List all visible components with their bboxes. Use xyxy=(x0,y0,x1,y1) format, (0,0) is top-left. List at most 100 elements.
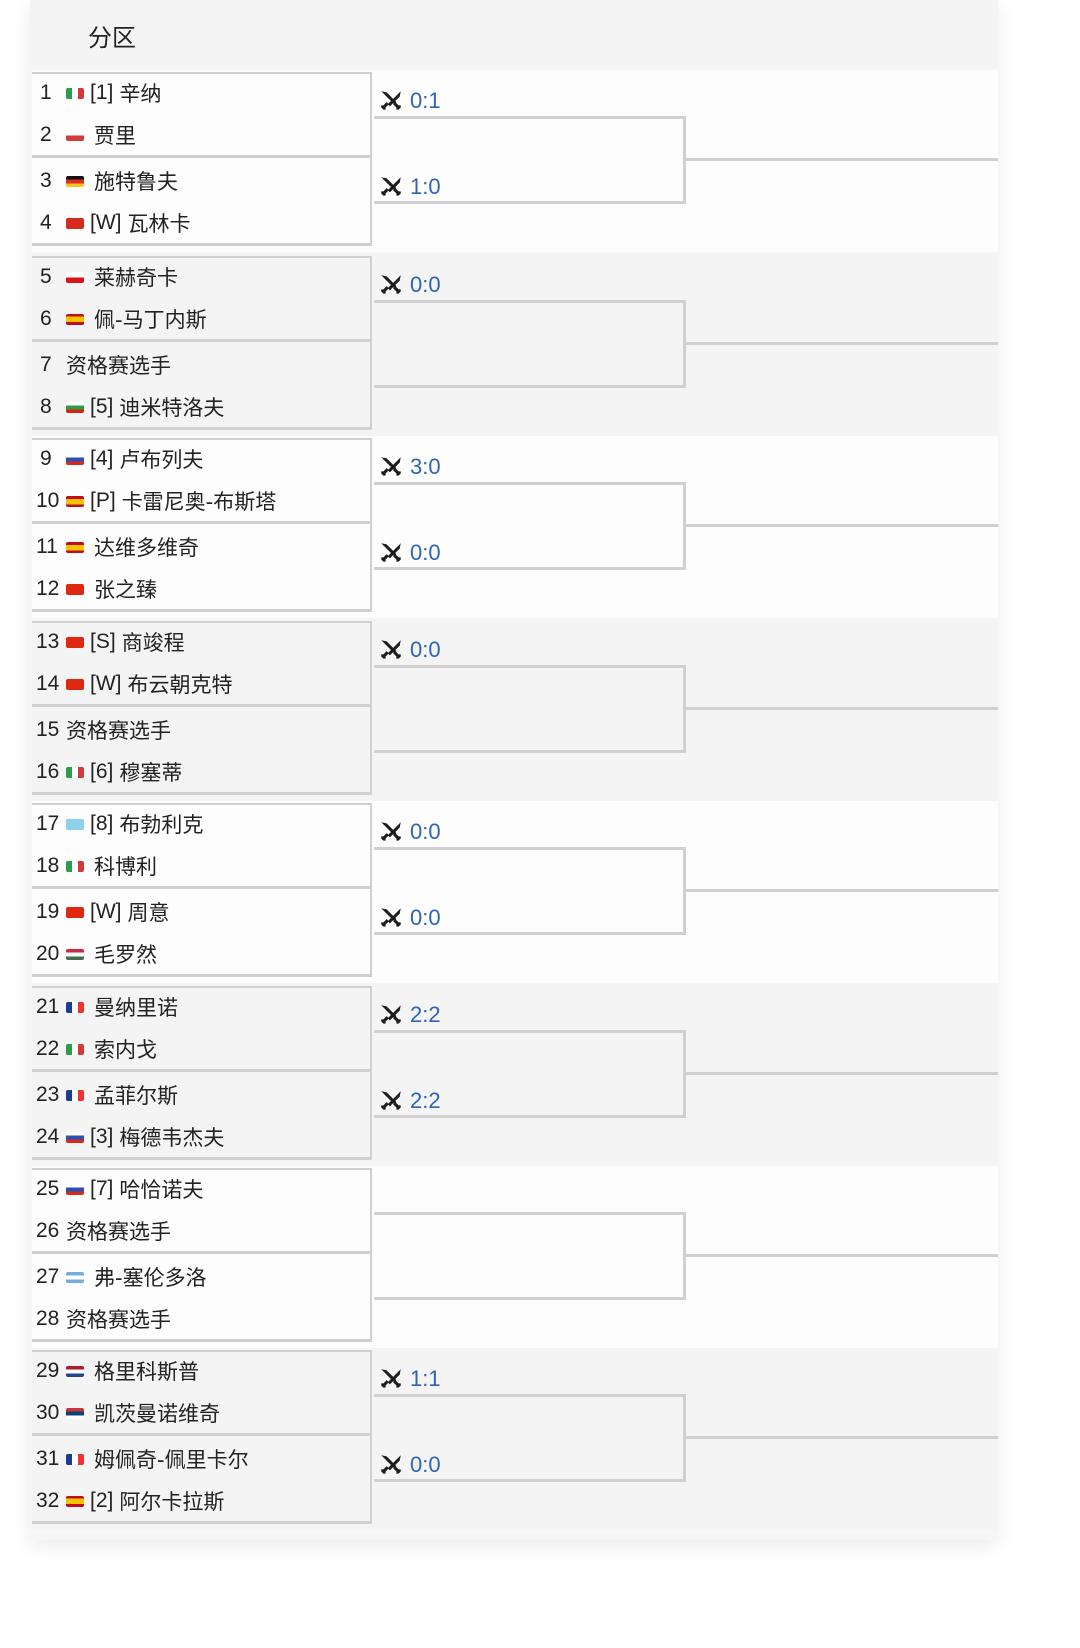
player-row[interactable]: 1[1]辛纳 xyxy=(32,72,370,114)
player-row[interactable]: 8[5]迪米特洛夫 xyxy=(32,386,370,428)
player-name[interactable]: 姆佩奇-佩里卡尔 xyxy=(94,1448,249,1472)
player-row[interactable]: 14[W]布云朝克特 xyxy=(32,663,370,705)
head-to-head-score[interactable]: 1:1 xyxy=(378,1364,441,1394)
h2h-score-value[interactable]: 3:0 xyxy=(410,454,441,479)
player-name[interactable]: 瓦林卡 xyxy=(127,212,191,236)
player-row[interactable]: 13[S]商竣程 xyxy=(32,621,370,663)
h2h-score-value[interactable]: 0:0 xyxy=(410,905,441,930)
player-name[interactable]: 穆塞蒂 xyxy=(119,761,183,785)
head-to-head-score[interactable]: 3:0 xyxy=(378,452,441,482)
player-row[interactable]: 4[W]瓦林卡 xyxy=(32,202,370,244)
player-row[interactable]: 16[6]穆塞蒂 xyxy=(32,751,370,793)
player-name[interactable]: 达维多维奇 xyxy=(94,536,199,560)
player-name[interactable]: 贾里 xyxy=(94,124,136,148)
player-name[interactable]: 施特鲁夫 xyxy=(94,170,178,194)
player-name[interactable]: 佩-马丁内斯 xyxy=(94,308,207,332)
head-to-head-score[interactable]: 0:0 xyxy=(378,538,441,568)
h2h-score-value[interactable]: 2:2 xyxy=(410,1088,441,1113)
player-name[interactable]: 卡雷尼奥-布斯塔 xyxy=(121,490,277,514)
player-row[interactable]: 10[P]卡雷尼奥-布斯塔 xyxy=(32,480,370,522)
head-to-head-score[interactable]: 0:0 xyxy=(378,270,441,300)
player-name[interactable]: 阿尔卡拉斯 xyxy=(119,1490,225,1514)
player-name[interactable]: 曼纳里诺 xyxy=(94,996,178,1020)
player-name[interactable]: 哈恰诺夫 xyxy=(119,1178,204,1202)
head-to-head-score[interactable]: 0:0 xyxy=(378,1450,441,1480)
h2h-score-value[interactable]: 2:2 xyxy=(410,1002,441,1027)
head-to-head-score[interactable]: 0:0 xyxy=(378,903,441,933)
player-row[interactable]: 9[4]卢布列夫 xyxy=(32,438,370,480)
player-row[interactable]: 25[7]哈恰诺夫 xyxy=(32,1168,370,1210)
player-name[interactable]: 弗-塞伦多洛 xyxy=(94,1266,207,1290)
h2h-score-value[interactable]: 0:1 xyxy=(410,88,441,113)
head-to-head-score[interactable]: 0:0 xyxy=(378,635,441,665)
player-name[interactable]: 辛纳 xyxy=(119,82,162,106)
h2h-score-value[interactable]: 0:0 xyxy=(410,637,441,662)
h2h-score-value[interactable]: 0:0 xyxy=(410,1452,441,1477)
head-to-head-score[interactable]: 2:2 xyxy=(378,1000,441,1030)
player-name[interactable]: 科博利 xyxy=(94,855,157,879)
h2h-score-value[interactable]: 0:0 xyxy=(410,819,441,844)
head-to-head-score[interactable]: 0:0 xyxy=(378,817,441,847)
player-name[interactable]: 周意 xyxy=(127,901,170,925)
player-name[interactable]: 资格赛选手 xyxy=(66,1308,171,1332)
h2h-score-value[interactable]: 0:0 xyxy=(410,540,441,565)
player-name[interactable]: 资格赛选手 xyxy=(66,354,171,378)
player-name[interactable]: 格里科斯普 xyxy=(94,1360,199,1384)
h2h-score-value[interactable]: 1:0 xyxy=(410,174,441,199)
player-name[interactable]: 布勃利克 xyxy=(119,813,204,837)
head-to-head-score[interactable]: 0:1 xyxy=(378,86,441,116)
player-name[interactable]: 迪米特洛夫 xyxy=(119,396,225,420)
player-name[interactable]: 张之臻 xyxy=(94,578,157,602)
head-to-head-score[interactable]: 1:0 xyxy=(378,172,441,202)
player-name[interactable]: 梅德韦杰夫 xyxy=(119,1126,225,1150)
player-name[interactable]: 卢布列夫 xyxy=(119,448,204,472)
player-row[interactable]: 17[8]布勃利克 xyxy=(32,803,370,845)
h2h-score-value[interactable]: 1:1 xyxy=(410,1366,441,1391)
player-name[interactable]: 莱赫奇卡 xyxy=(94,266,178,290)
player-name[interactable]: 资格赛选手 xyxy=(66,719,171,743)
player-row[interactable]: 32[2]阿尔卡拉斯 xyxy=(32,1480,370,1522)
player-row[interactable]: 19[W]周意 xyxy=(32,891,370,933)
h2h-score-value[interactable]: 0:0 xyxy=(410,272,441,297)
player-name[interactable]: 毛罗然 xyxy=(94,943,157,967)
player-name[interactable]: 资格赛选手 xyxy=(66,1220,171,1244)
player-row[interactable]: 24[3]梅德韦杰夫 xyxy=(32,1116,370,1158)
player-name[interactable]: 孟菲尔斯 xyxy=(94,1084,178,1108)
head-to-head-score[interactable]: 2:2 xyxy=(378,1086,441,1116)
